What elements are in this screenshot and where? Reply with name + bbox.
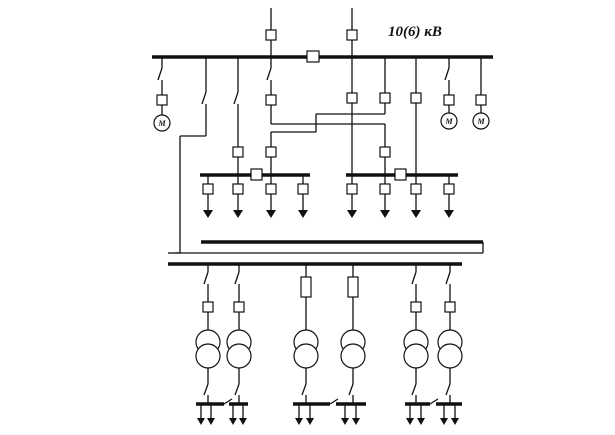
lv-bus-pair-right bbox=[405, 398, 462, 425]
transformer-branch-6 bbox=[437, 264, 463, 404]
motor-symbol-2: М bbox=[440, 112, 458, 130]
voltage-label: 10(6) кВ bbox=[388, 24, 442, 40]
transformer-branch-4 bbox=[340, 264, 366, 404]
right-sub-bus-section-breaker bbox=[394, 168, 407, 181]
bus-section-breaker bbox=[306, 50, 320, 63]
transformer-branch-2 bbox=[226, 264, 252, 404]
motor-feeder-3 bbox=[475, 57, 487, 113]
svg-text:М: М bbox=[476, 117, 485, 126]
feeder-cross-to-right-sub-bus bbox=[265, 57, 391, 175]
feeder-right-sub-bus-2 bbox=[410, 57, 422, 175]
incoming-feeder-right bbox=[346, 8, 358, 57]
right-sub-bus-outgoing-lines bbox=[346, 175, 455, 218]
feeder-left-sub-bus-1 bbox=[232, 57, 244, 175]
transformer-branch-5 bbox=[403, 264, 429, 404]
lv-bus-pair-middle bbox=[293, 398, 366, 425]
feeder-cross-to-left-sub-bus bbox=[265, 57, 391, 175]
motor-feeder-1 bbox=[156, 57, 168, 115]
svg-text:М: М bbox=[157, 119, 166, 128]
feeder-right-sub-bus-1 bbox=[346, 57, 358, 175]
motor-symbol-3: М bbox=[472, 112, 490, 130]
left-sub-bus-section-breaker bbox=[250, 168, 263, 181]
transformer-branch-1 bbox=[195, 264, 221, 404]
lower-bus-feeder-right bbox=[168, 242, 484, 254]
incoming-feeder-left bbox=[265, 8, 277, 57]
lv-bus-pair-left bbox=[196, 398, 248, 425]
svg-text:М: М bbox=[444, 117, 453, 126]
motor-feeder-2 bbox=[443, 57, 455, 113]
feeder-to-lower-bus-left bbox=[179, 57, 207, 253]
left-sub-bus-outgoing-lines bbox=[202, 175, 309, 218]
motor-symbol-1: М bbox=[153, 114, 171, 132]
transformer-branch-3 bbox=[293, 264, 319, 404]
